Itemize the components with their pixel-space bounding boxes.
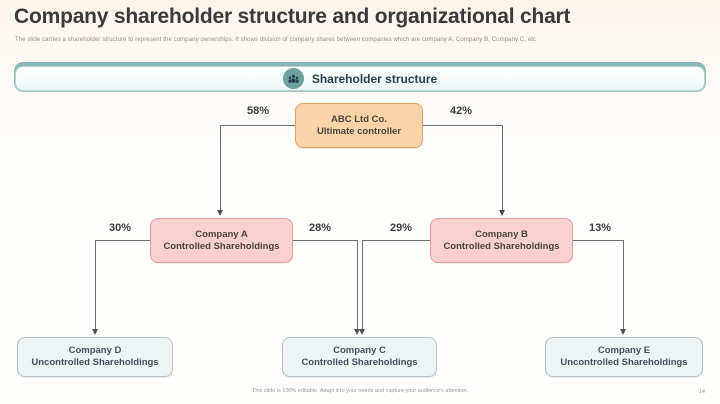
section-banner-label: Shareholder structure [311,71,438,86]
org-node-company-c: Company C Controlled Shareholdings [282,337,437,377]
connector-a-to-d-vertical [95,240,96,331]
arrow-into-company-b [499,210,505,216]
people-group-icon [282,68,304,89]
arrow-into-company-d [92,329,98,335]
org-node-name: Company C [333,345,386,357]
connector-b-to-c-horizontal [362,240,430,241]
connector-b-to-e-horizontal [573,240,623,241]
ownership-label-b-e: 13% [588,222,612,234]
org-node-role: Uncontrolled Shareholdings [560,357,688,368]
connector-b-to-c-vertical [362,240,363,331]
org-node-company-d: Company D Uncontrolled Shareholdings [17,337,173,377]
arrow-into-company-c-left [354,329,360,335]
ownership-label-a-d: 30% [108,222,132,234]
arrow-into-company-c-right [359,329,365,335]
org-node-role: Controlled Shareholdings [443,240,560,252]
connector-root-to-b-vertical [502,125,503,212]
connector-a-to-c-vertical [357,240,358,331]
section-banner: Shareholder structure [14,62,706,92]
org-node-role: Ultimate controller [317,125,401,137]
org-node-name: Company D [68,345,122,357]
ownership-label-b-c: 29% [389,222,413,234]
connector-root-to-b-horizontal [423,125,502,126]
connector-root-to-a-vertical [220,125,221,212]
section-banner-body: Shareholder structure [15,66,705,91]
org-node-company-a: Company A Controlled Shareholdings [150,218,293,263]
org-node-name: Company E [597,345,651,357]
ownership-label-a-c: 28% [308,222,332,234]
arrow-into-company-a [217,210,223,216]
org-node-role: Uncontrolled Shareholdings [31,357,159,368]
arrow-into-company-e [620,329,626,335]
org-node-company-b: Company B Controlled Shareholdings [430,218,573,263]
org-node-role: Controlled Shareholdings [163,240,280,252]
connector-root-to-a-horizontal [220,125,295,126]
connector-b-to-e-vertical [623,240,624,331]
slide-subtitle: The slide carries a shareholder structur… [15,37,537,43]
ownership-label-root-a: 58% [246,105,270,117]
org-node-company-e: Company E Uncontrolled Shareholdings [545,337,703,377]
slide-footer-note: This slide is 100% editable. Adapt it to… [252,388,468,394]
ownership-label-root-b: 42% [449,105,473,117]
org-node-abc-ltd-co: ABC Ltd Co. Ultimate controller [295,103,423,148]
connector-a-to-c-horizontal [293,240,357,241]
org-node-role: Controlled Shareholdings [301,357,418,368]
page-number: 14 [698,389,705,395]
connector-a-to-d-horizontal [95,240,150,241]
org-node-name: ABC Ltd Co. [331,113,387,125]
org-node-name: Company B [475,228,528,240]
page-title: Company shareholder structure and organi… [14,5,571,28]
org-node-name: Company A [195,228,248,240]
